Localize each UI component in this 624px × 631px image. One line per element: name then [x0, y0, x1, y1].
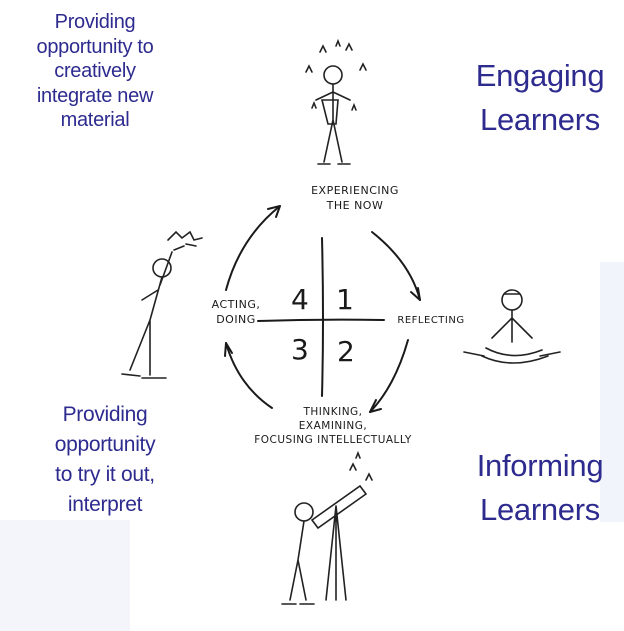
heading-line: Engaging — [475, 58, 605, 93]
stage-line: THINKING, — [303, 406, 363, 418]
background-panel-left — [0, 520, 130, 631]
note-line: to try it out, — [55, 463, 155, 486]
experiencing-figure-illustration — [305, 38, 367, 165]
arrow-to-experiencing — [225, 205, 281, 291]
arrow-to-thinking — [369, 339, 409, 413]
note-line: creatively — [54, 60, 136, 82]
stage-line: FOCUSING INTELLECTUALLY — [254, 434, 412, 446]
engaging-learners-heading: Engaging Learners — [470, 54, 610, 142]
arrow-to-reflecting — [371, 231, 421, 301]
bottom-left-note: Providing opportunity to try it out, int… — [40, 400, 170, 520]
quadrant-1-number: 1 — [336, 283, 354, 316]
stage-line: EXAMINING, — [298, 420, 368, 432]
stage-acting-label: ACTING, DOING — [196, 297, 276, 327]
cycle-arrows — [224, 205, 421, 413]
note-line: material — [60, 109, 130, 131]
quadrant-3-number: 3 — [291, 333, 309, 366]
background-panel-right — [600, 262, 624, 522]
quadrant-4-number: 4 — [291, 283, 309, 316]
heading-line: Informing — [476, 448, 604, 483]
stage-line: THE NOW — [326, 199, 384, 212]
note-line: Providing — [54, 11, 136, 33]
stage-line: ACTING, — [211, 298, 261, 311]
acting-figure-illustration — [121, 230, 203, 379]
stage-reflecting-label: REFLECTING — [397, 315, 465, 326]
quadrant-cross — [257, 237, 385, 397]
note-line: Providing — [62, 403, 148, 426]
thinking-figure-illustration — [281, 450, 373, 605]
note-line: opportunity to — [36, 35, 154, 58]
note-line: interpret — [67, 493, 143, 516]
note-line: integrate new — [36, 84, 154, 107]
heading-line: Learners — [480, 492, 600, 527]
stage-experiencing-label: EXPERIENCING THE NOW — [270, 183, 440, 213]
stage-thinking-label: THINKING, EXAMINING, FOCUSING INTELLECTU… — [228, 405, 438, 447]
informing-learners-heading: Informing Learners — [470, 444, 610, 532]
top-left-note: Providing opportunity to creatively inte… — [20, 10, 170, 133]
stage-line: DOING — [216, 313, 256, 326]
note-line: opportunity — [54, 433, 156, 456]
reflecting-figure-illustration — [463, 289, 561, 364]
heading-line: Learners — [480, 102, 600, 137]
arrow-to-acting — [225, 342, 273, 409]
stage-line: EXPERIENCING — [311, 184, 399, 197]
quadrant-2-number: 2 — [337, 335, 355, 368]
